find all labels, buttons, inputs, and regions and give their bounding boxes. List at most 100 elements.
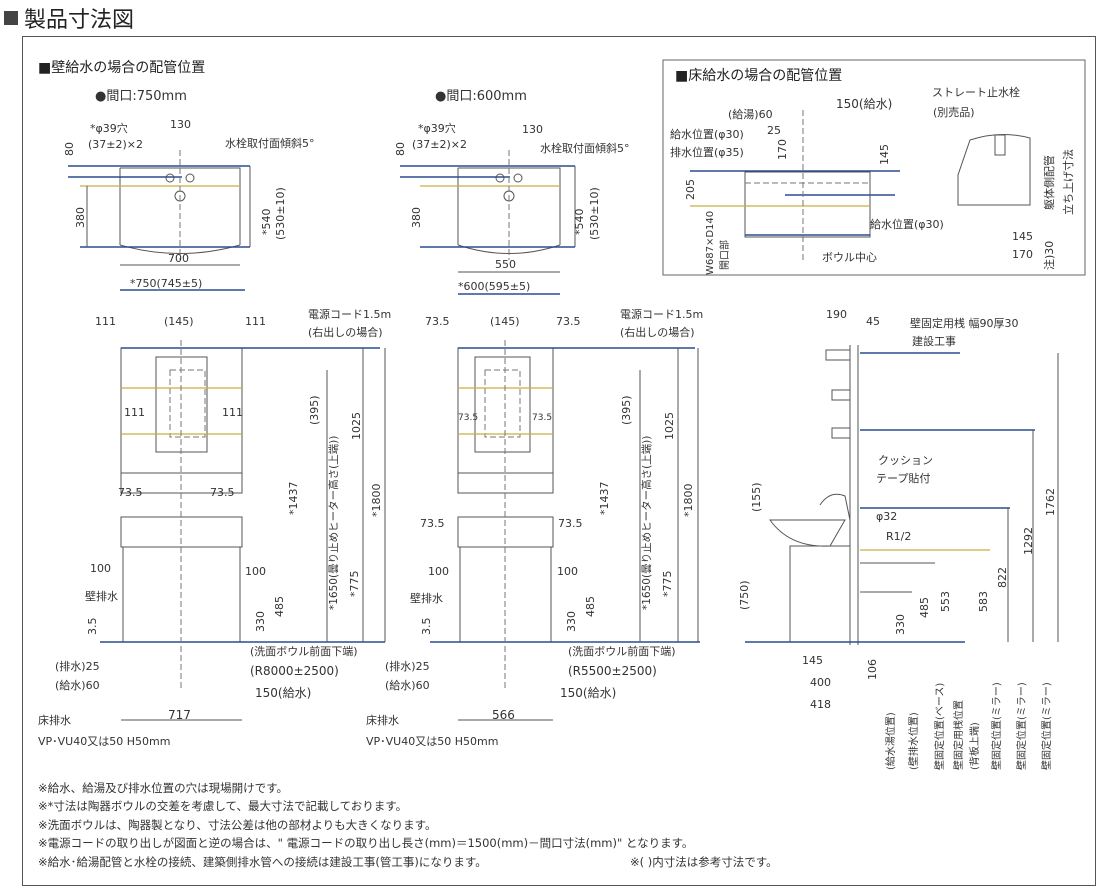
dim-73-5: 73.5 (532, 413, 552, 423)
drain-25: (排水)25 (55, 659, 100, 673)
dim-80: 80 (63, 142, 76, 156)
opening-size-label: W687×D140 (705, 211, 716, 275)
construction-label: 建設工事 (912, 334, 956, 348)
wall-supply-plans: ■壁給水の場合の配管位置 ●間口:750mm *φ39穴 (37±2)×2 13… (38, 60, 630, 295)
dim-111: 111 (124, 406, 145, 419)
dim-73-5: 73.5 (458, 413, 478, 423)
dim-1025: 1025 (350, 412, 363, 440)
front-elevation-600: 73.5 (145) 73.5 電源コード1.5m (右出しの場合) 73.5 … (366, 307, 703, 748)
dim-145: (145) (490, 315, 520, 328)
dim-145-side: 145 (1012, 230, 1033, 243)
wall-drain-label: 壁排水 (85, 589, 118, 603)
bowl-bottom-label: (洗面ボウル前面下端) (250, 644, 358, 658)
heater-height-label: *1650(曇り止めヒーター高さ(上端)) (640, 436, 653, 610)
notes: ※給水、給湯及び排水位置の穴は現場開けです。 ※*寸法は陶器ボウルの交差を考慮し… (38, 781, 778, 869)
position-label: 壁固定位置(ベース) (933, 683, 946, 770)
dim-1025: 1025 (663, 412, 676, 440)
supply-60: (給水)60 (55, 678, 100, 692)
note-line: ※電源コードの取り出しが図面と逆の場合は、" 電源コードの取り出し長さ(mm)＝… (38, 836, 693, 850)
note-line: ※洗面ボウルは、陶器製となり、寸法公差は他の部材よりも大きくなります。 (38, 818, 436, 832)
dim-hot-60: (給湯)60 (728, 107, 773, 121)
pipe-spec-label: VP･VU40又は50 H50mm (366, 735, 498, 748)
front-elevation-750: 111 (145) 111 電源コード1.5m (右出しの場合) 111 111… (38, 307, 391, 748)
pipe-spec-label: VP･VU40又は50 H50mm (38, 735, 170, 748)
phi32-label: φ32 (876, 510, 897, 523)
plan-750-heading: ●間口:750mm (95, 89, 187, 104)
dim-600: *600(595±5) (458, 280, 530, 293)
dim-111: 111 (245, 315, 266, 328)
valve-note-label: (別売品) (933, 106, 975, 119)
plan-600-heading: ●間口:600mm (435, 89, 527, 104)
dim-100: 100 (557, 565, 578, 578)
dim-170-side: 170 (1012, 248, 1033, 261)
dim-145: 145 (802, 654, 823, 667)
slope-label: 水栓取付面傾斜5° (225, 136, 315, 150)
position-label: 壁固定用桟位置 (952, 700, 965, 770)
dim-530: (530±10) (274, 187, 287, 240)
position-label: (背板上端) (968, 722, 981, 770)
dim-380: 380 (410, 207, 423, 228)
radius-label: (R8000±2500) (250, 664, 339, 678)
wall-drain-label: 壁排水 (410, 591, 443, 605)
bowl-bottom-label: (洗面ボウル前面下端) (568, 644, 676, 658)
note-line: ※給水･給湯配管と水栓の接続、建築側排水管への接続は建設工事(管工事)になります… (38, 855, 487, 869)
dim-73-5: 73.5 (556, 315, 581, 328)
supply-150: 150(給水) (255, 686, 311, 700)
hole-size-label: (37±2)×2 (412, 138, 467, 151)
dim-750: *750(745±5) (130, 277, 202, 290)
note-30: 注)30 (1042, 241, 1056, 270)
drawing-frame (22, 36, 1096, 886)
heater-height-label: *1650(曇り止めヒーター高さ(上端)) (327, 436, 340, 610)
supply-position-label: 給水位置(φ30) (670, 127, 744, 141)
dim-380: 380 (74, 207, 87, 228)
dim-155: (155) (750, 482, 763, 512)
dim-100: 100 (428, 565, 449, 578)
rise-label: 立ち上げ寸法 (1061, 149, 1075, 215)
dim-1437: *1437 (287, 482, 300, 516)
dim-540: *540 (260, 209, 273, 236)
section-title-wall-supply: ■壁給水の場合の配管位置 (38, 60, 205, 76)
dim-100: 100 (90, 562, 111, 575)
dim-111: 111 (222, 406, 243, 419)
dim-130: 130 (170, 118, 191, 131)
dim-485: 485 (584, 596, 597, 617)
position-label: 壁固定位置(ミラー) (990, 682, 1003, 770)
dim-100: 100 (245, 565, 266, 578)
dim-145: 145 (878, 144, 891, 165)
floor-drain-label: 床排水 (38, 713, 71, 727)
dim-750: (750) (738, 580, 751, 610)
dim-1800: *1800 (682, 484, 695, 518)
page-title-text: 製品寸法図 (24, 8, 135, 33)
slope-label: 水栓取付面傾斜5° (540, 141, 630, 155)
power-cord-note: (右出しの場合) (308, 325, 383, 339)
dim-330: 330 (254, 611, 267, 632)
tape-label: テープ貼付 (876, 471, 930, 485)
dim-170: 170 (776, 139, 789, 160)
dim-485: 485 (273, 596, 286, 617)
dim-106: 106 (866, 659, 879, 680)
radius-label: (R5500±2500) (568, 664, 657, 678)
dim-530: (530±10) (588, 187, 601, 240)
dim-330: 330 (565, 611, 578, 632)
dim-80: 80 (394, 142, 407, 156)
dim-73-5: 73.5 (425, 315, 450, 328)
supply-60: (給水)60 (385, 678, 430, 692)
supply-position-label-2: 給水位置(φ30) (870, 217, 944, 231)
note-line: ※*寸法は陶器ボウルの交差を考慮して、最大寸法で記載しております。 (38, 799, 407, 813)
dim-395: (395) (308, 395, 321, 425)
dim-1292: 1292 (1022, 527, 1035, 555)
title-square-icon (4, 11, 18, 25)
drain-position-label: 排水位置(φ35) (670, 145, 744, 159)
dim-553: 553 (939, 591, 952, 612)
floor-supply-section: ■床給水の場合の配管位置 (給湯)60 150(給水) 25 給水位置(φ30)… (662, 59, 1086, 276)
dim-190: 190 (826, 308, 847, 321)
dim-1800: *1800 (370, 484, 383, 518)
hole-label: *φ39穴 (418, 121, 456, 135)
note-line: ※( )内寸法は参考寸法です。 (630, 855, 778, 869)
dim-73-5: 73.5 (558, 517, 583, 530)
supply-150: 150(給水) (560, 686, 616, 700)
power-cord-note: (右出しの場合) (620, 325, 695, 339)
hole-label: *φ39穴 (90, 121, 128, 135)
dim-73-5: 73.5 (118, 486, 143, 499)
